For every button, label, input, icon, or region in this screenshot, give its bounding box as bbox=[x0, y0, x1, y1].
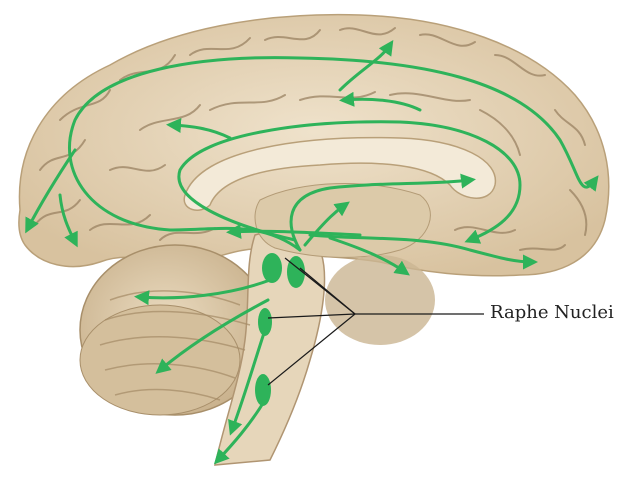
raphe-nuclei-label: Raphe Nuclei bbox=[490, 302, 614, 323]
midbrain-shadow bbox=[325, 255, 435, 345]
raphe-nucleus-1 bbox=[262, 253, 282, 283]
diencephalon bbox=[255, 184, 430, 258]
